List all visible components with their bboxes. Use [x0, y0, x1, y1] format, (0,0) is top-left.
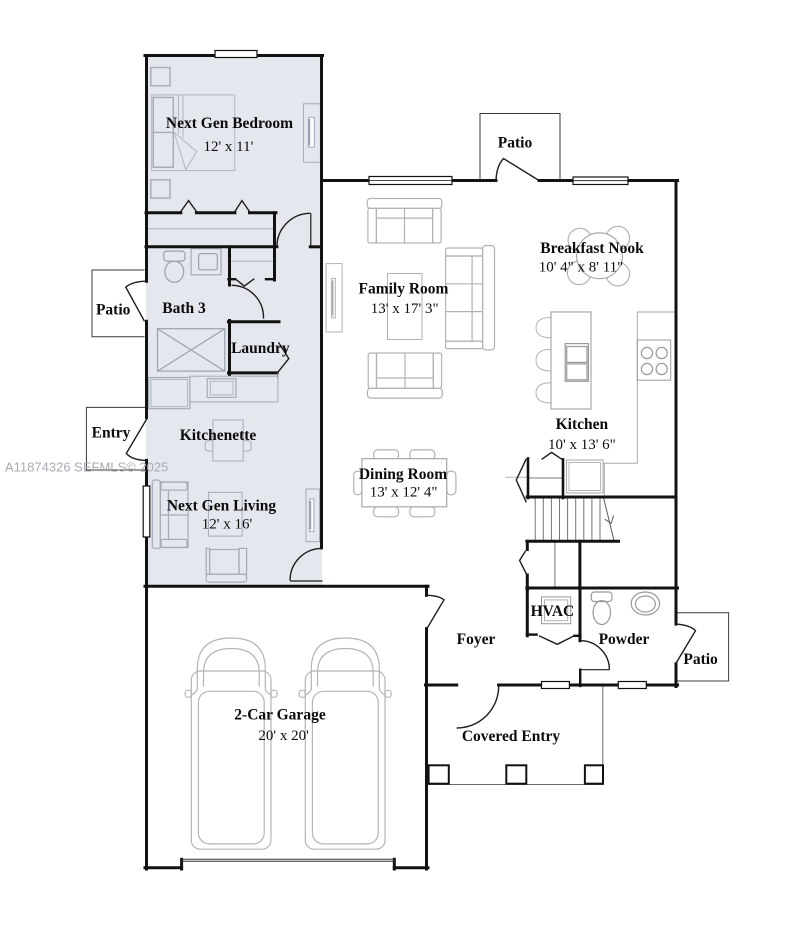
svg-text:Covered Entry: Covered Entry	[462, 728, 561, 745]
svg-text:12' x 16': 12' x 16'	[202, 517, 253, 533]
svg-text:13' x 12' 4": 13' x 12' 4"	[370, 485, 438, 501]
svg-text:Patio: Patio	[498, 135, 533, 152]
svg-text:Breakfast Nook: Breakfast Nook	[540, 240, 644, 257]
svg-text:13' x 17' 3": 13' x 17' 3"	[371, 301, 439, 317]
svg-text:A11874326 SEFMLS© 2025: A11874326 SEFMLS© 2025	[5, 460, 168, 475]
svg-text:Next Gen Bedroom: Next Gen Bedroom	[166, 115, 293, 132]
svg-text:Entry: Entry	[92, 425, 131, 442]
svg-text:Powder: Powder	[599, 631, 650, 648]
svg-text:Dining Room: Dining Room	[359, 466, 447, 483]
svg-text:10' x 13' 6": 10' x 13' 6"	[548, 437, 616, 453]
svg-text:Family Room: Family Room	[359, 281, 449, 298]
svg-text:2-Car Garage: 2-Car Garage	[234, 707, 326, 724]
svg-text:Laundry: Laundry	[231, 340, 290, 357]
svg-text:HVAC: HVAC	[531, 603, 575, 620]
svg-text:20' x 20': 20' x 20'	[258, 728, 309, 744]
svg-text:Kitchen: Kitchen	[556, 416, 609, 433]
svg-text:Patio: Patio	[96, 302, 131, 319]
svg-text:Bath 3: Bath 3	[162, 300, 206, 317]
svg-text:10' 4" x 8' 11": 10' 4" x 8' 11"	[539, 260, 624, 276]
svg-text:Foyer: Foyer	[457, 631, 496, 648]
svg-text:Next Gen Living: Next Gen Living	[167, 498, 277, 515]
svg-text:Patio: Patio	[683, 651, 718, 668]
svg-text:12' x 11': 12' x 11'	[203, 139, 253, 155]
svg-text:Kitchenette: Kitchenette	[180, 427, 257, 444]
